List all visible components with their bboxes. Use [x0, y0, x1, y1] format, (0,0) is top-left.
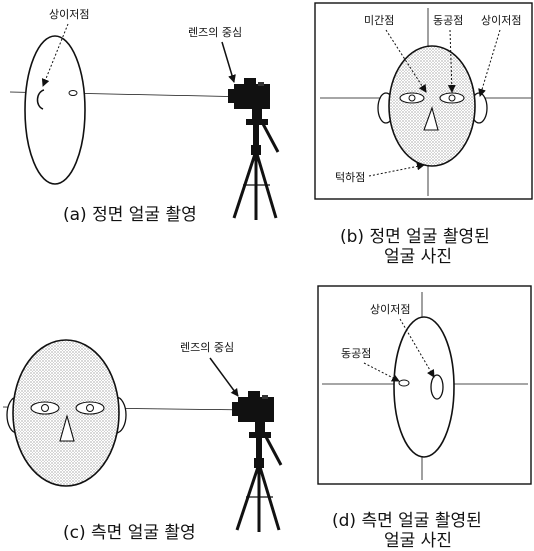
panel-c: 렌즈의 중심 (c) 측면 얼굴 촬영	[2, 339, 283, 543]
panel-d-caption-line2: 얼굴 사진	[384, 531, 452, 551]
panel-c-lens-center-label: 렌즈의 중심	[180, 341, 234, 354]
panel-a: 상이저점 렌즈의 중심 (a) 정면 얼굴 촬영	[9, 8, 280, 225]
panel-b-ear-point-label: 상이저점	[481, 14, 521, 27]
panel-c-left-pupil	[41, 404, 49, 412]
panel-a-head-side	[24, 35, 86, 185]
panel-c-caption: (c) 측면 얼굴 촬영	[63, 523, 196, 543]
panel-d-ear-point-arrow	[399, 318, 435, 378]
panel-c-camera-icon	[232, 391, 283, 532]
panel-b-chin-arrow	[368, 162, 425, 177]
panel-a-lens-center-label: 렌즈의 중심	[188, 26, 242, 39]
panel-c-nose	[59, 413, 75, 442]
panel-a-eye	[68, 90, 78, 96]
panel-b-face	[388, 45, 476, 167]
panel-c-lens-arrow	[209, 357, 239, 397]
panel-b-pupil-label: 동공점	[433, 14, 463, 27]
panel-a-ear-point-label: 상이저점	[49, 8, 89, 21]
panel-a-camera-icon	[228, 78, 280, 220]
panel-a-ear	[36, 89, 45, 110]
panel-c-left-eye	[30, 401, 60, 415]
panel-a-caption: (a) 정면 얼굴 촬영	[63, 205, 197, 225]
panel-d-ear	[430, 374, 444, 400]
panel-b-caption-line2: 얼굴 사진	[384, 247, 452, 267]
panel-d-eye	[398, 379, 410, 387]
panel-b-left-pupil	[408, 94, 416, 102]
panel-d-head-side	[393, 316, 455, 458]
panel-b-right-eye	[439, 92, 465, 104]
panel-b-left-eye	[399, 92, 425, 104]
panel-d: 상이저점 동공점 (d) 측면 얼굴 촬영된 얼굴 사진	[317, 285, 532, 551]
panel-b: 미간점 동공점 상이저점 턱하점 (b) 정면 얼굴 촬영된 얼굴 사진	[314, 2, 533, 267]
panel-b-caption-line1: (b) 정면 얼굴 촬영된	[340, 227, 490, 247]
panel-c-right-eye	[75, 401, 105, 415]
panel-c-right-pupil	[86, 404, 94, 412]
panel-d-ear-point-label: 상이저점	[370, 303, 410, 316]
panel-b-right-pupil	[448, 94, 456, 102]
panel-b-ear-point-arrow	[478, 29, 501, 97]
panel-d-pupil-label: 동공점	[341, 347, 371, 360]
panel-d-caption-line1: (d) 측면 얼굴 촬영된	[332, 511, 482, 531]
panel-d-pupil-arrow	[363, 362, 400, 382]
panel-a-ear-point-arrow	[41, 23, 69, 87]
panel-b-nose	[423, 106, 439, 131]
panel-c-face	[12, 339, 120, 487]
panel-a-lens-arrow	[221, 41, 236, 83]
panel-b-glabella-arrow	[385, 29, 427, 93]
panel-b-chin-label: 턱하점	[335, 170, 365, 184]
panel-b-glabella-label: 미간점	[364, 14, 394, 27]
